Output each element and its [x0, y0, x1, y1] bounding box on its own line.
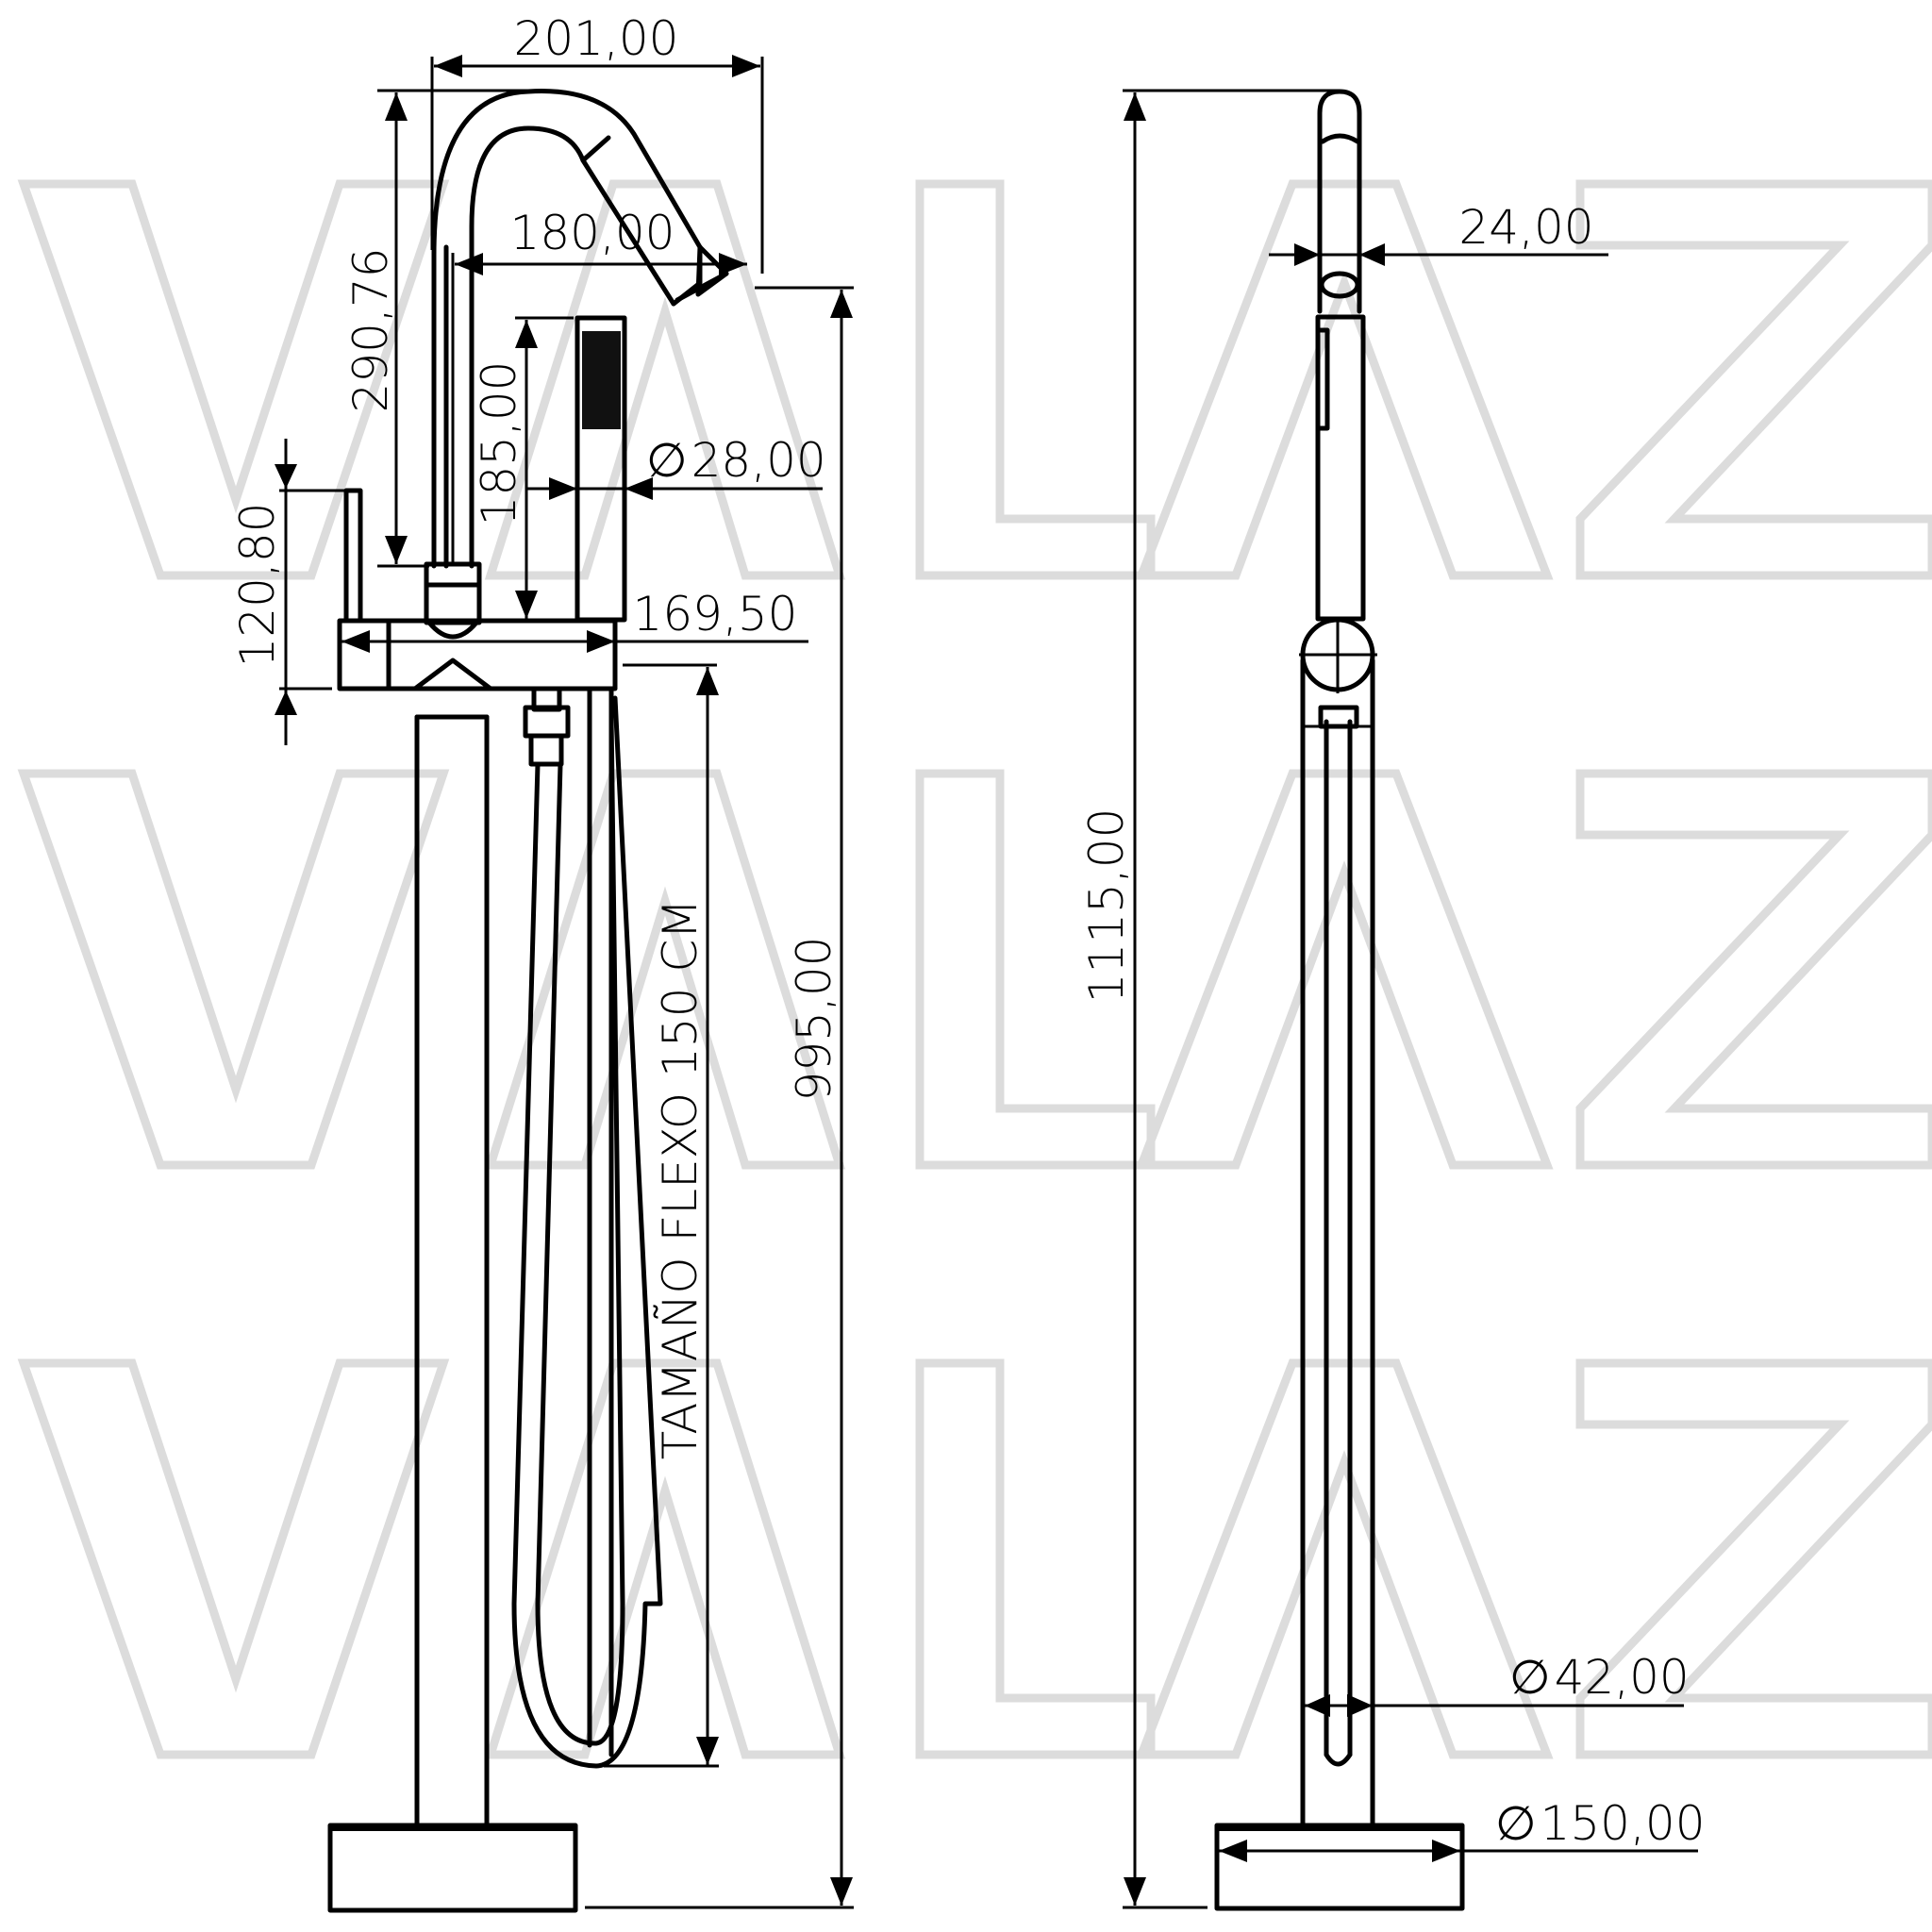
dim-handshower-diameter: ∅28,00: [646, 433, 826, 488]
dim-spout-reach-inner: 180,00: [510, 206, 675, 260]
front-base: [327, 1823, 578, 1913]
handshower: [575, 315, 627, 623]
watermark-row-3: [17, 1358, 1932, 1759]
watermark-row-2: [17, 769, 1932, 1170]
dim-hose-length: TAMAÑO FLEXO 150 CM: [653, 899, 708, 1460]
dim-body-width: 169,50: [633, 587, 798, 641]
dim-column-diameter: ∅42,00: [1509, 1650, 1690, 1705]
spout-inner-curve: [469, 125, 676, 569]
side-dimensions: 1115,00 24,00 ∅42,00 ∅150,00: [1079, 89, 1706, 1909]
spout-outer: [431, 89, 703, 569]
dim-base-diameter: ∅150,00: [1495, 1796, 1706, 1851]
front-view: [327, 89, 729, 1913]
hose: [511, 695, 663, 1769]
dim-spout-height: 290,76: [343, 248, 398, 413]
dim-handshower-height: 185,00: [472, 361, 526, 526]
mixer-body: [337, 618, 618, 691]
dim-lever-height: 120,80: [230, 503, 285, 668]
dim-side-total-height: 1115,00: [1079, 808, 1134, 1004]
side-handshower: [1315, 314, 1366, 622]
watermark-row-1: [17, 179, 1932, 580]
lever-handle: [343, 488, 363, 624]
dim-spout-reach-outer: 201,00: [514, 11, 679, 66]
handshower-spray-face: [582, 331, 621, 429]
side-outlet: [1319, 271, 1360, 299]
side-base: [1214, 1823, 1465, 1911]
front-dimensions: 201,00 180,00 290,76 185,00 ∅28,00 120,8…: [230, 11, 854, 1909]
dim-spout-width: 24,00: [1458, 200, 1593, 255]
spout-collar: [424, 561, 482, 625]
side-view: [1214, 89, 1465, 1911]
dim-front-total-height: 995,00: [787, 937, 841, 1102]
watermark: [17, 179, 1932, 1759]
